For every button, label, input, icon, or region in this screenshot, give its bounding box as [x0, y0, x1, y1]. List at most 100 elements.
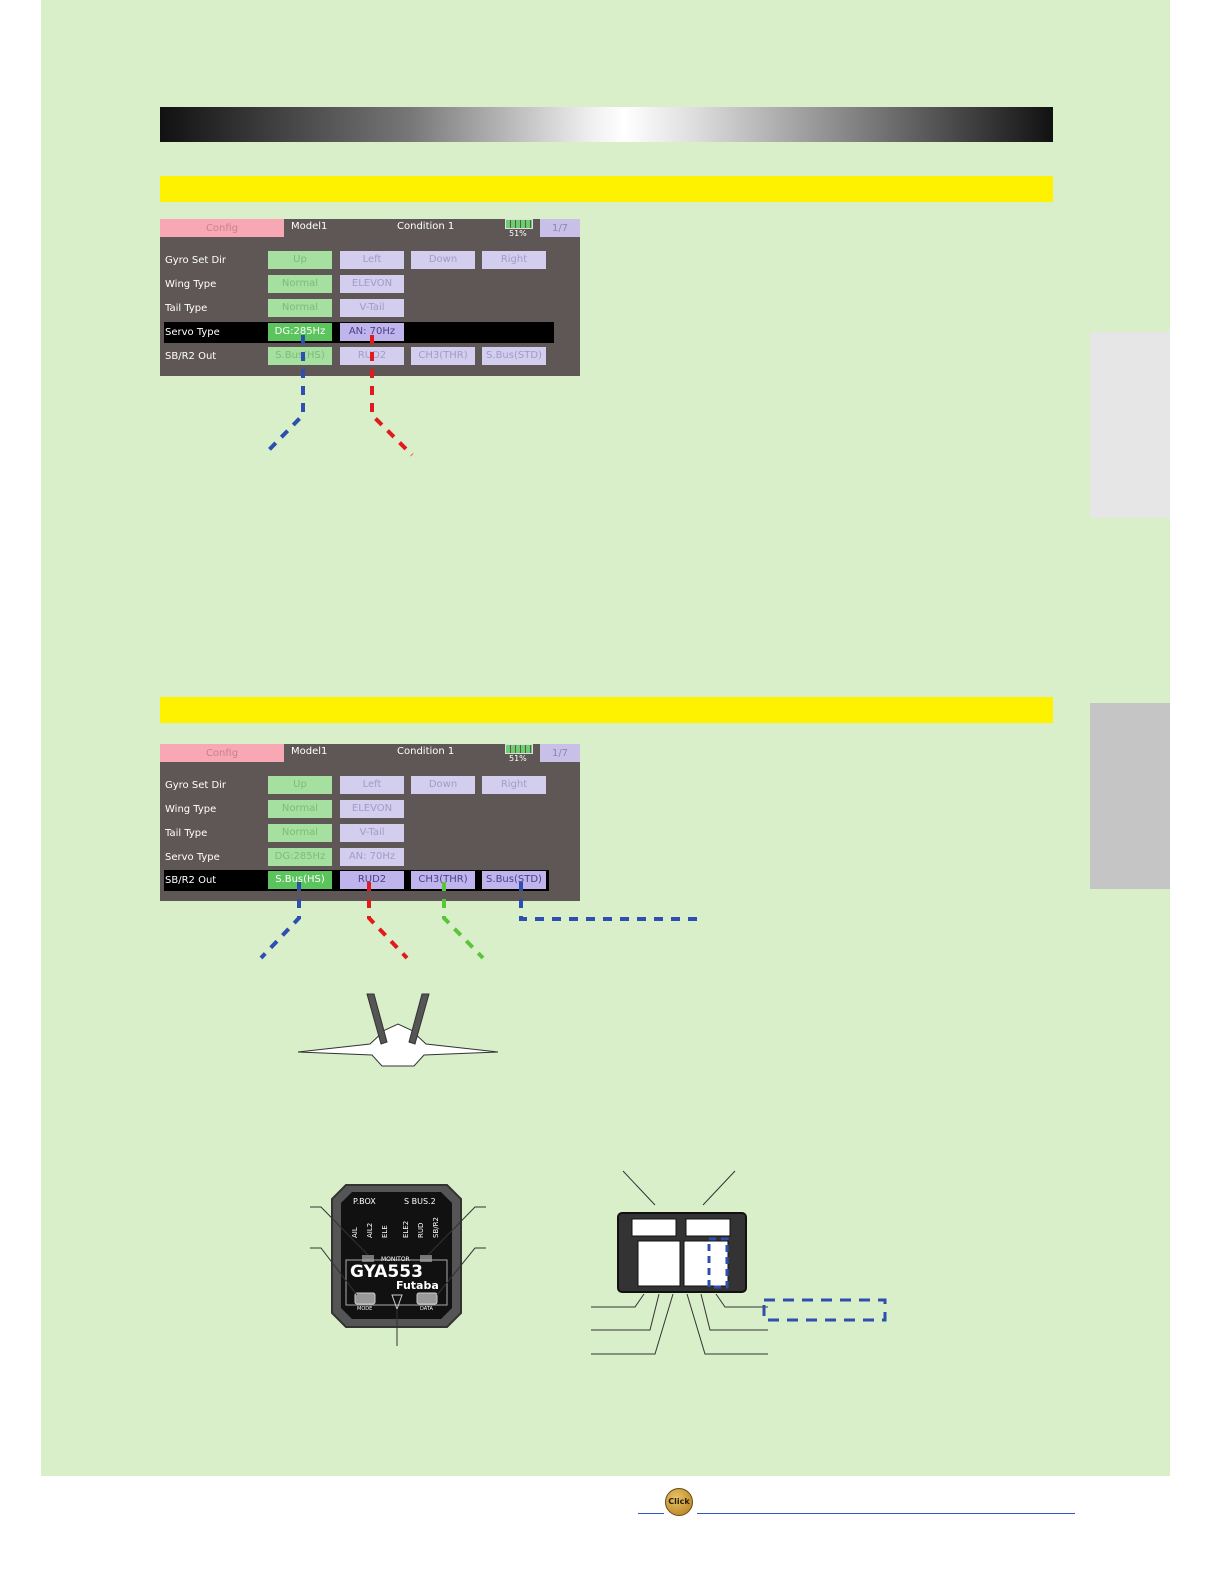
aircraft-right-tail — [408, 993, 430, 1045]
receiver-connector-right — [683, 1240, 729, 1287]
transmitter-screen-2: Config Model1 Condition 1 51% 1/7 Gyro S… — [160, 744, 580, 901]
monitor-led-right — [420, 1255, 432, 1262]
sbr2-port-highlight — [707, 1237, 729, 1289]
channel-label-rud: RUD — [417, 1222, 425, 1238]
row-label-gyro-set-dir: Gyro Set Dir — [165, 780, 227, 791]
arrow-mark-icon — [391, 1294, 403, 1311]
page-indicator[interactable]: 1/7 — [540, 744, 580, 762]
receiver-port-left — [631, 1218, 677, 1237]
tail-normal-button[interactable]: Normal — [268, 824, 332, 842]
sbr2-sbus-hs-button[interactable]: S.Bus(HS) — [268, 871, 332, 889]
gyro-leader-lines — [310, 1206, 486, 1346]
side-tab-upper[interactable] — [1090, 332, 1170, 518]
condition-name: Condition 1 — [397, 221, 455, 232]
tail-vtail-button[interactable]: V-Tail — [340, 824, 404, 842]
data-button[interactable] — [416, 1292, 438, 1305]
sbr2-callout-box — [762, 1298, 887, 1322]
battery-level: 51% — [509, 229, 527, 238]
side-tab-lower[interactable] — [1090, 703, 1170, 889]
battery-icon — [505, 744, 533, 754]
channel-label-ail: AIL — [351, 1227, 359, 1238]
footer-rule-left — [638, 1513, 664, 1514]
tail-vtail-button[interactable]: V-Tail — [340, 299, 404, 317]
green-leader-line — [442, 882, 485, 960]
aircraft-wing — [297, 1023, 499, 1067]
wing-elevon-button[interactable]: ELEVON — [340, 800, 404, 818]
leader-lines-screen-1 — [262, 335, 414, 457]
gyro-left-button[interactable]: Left — [340, 776, 404, 794]
data-label: DATA — [420, 1306, 433, 1312]
channel-label-ele: ELE — [381, 1225, 389, 1238]
sbr2-sbus-hs-button[interactable]: S.Bus(HS) — [268, 347, 332, 365]
gyro-down-button[interactable]: Down — [411, 251, 475, 269]
gyro-unit — [331, 1184, 462, 1328]
sbr2-ch3-button[interactable]: CH3(THR) — [411, 871, 475, 889]
blue-leader-line — [262, 335, 305, 457]
config-tab[interactable]: Config — [160, 219, 284, 237]
receiver-connector-left — [637, 1240, 681, 1287]
battery-icon — [505, 219, 533, 229]
section-bar-2 — [160, 697, 1053, 723]
sbr2-ch3-button[interactable]: CH3(THR) — [411, 347, 475, 365]
gyro-up-button[interactable]: Up — [268, 251, 332, 269]
mode-button[interactable] — [354, 1292, 376, 1305]
monitor-label: MONITOR — [381, 1256, 410, 1263]
servo-an-button[interactable]: AN: 70Hz — [340, 848, 404, 866]
gyro-down-button[interactable]: Down — [411, 776, 475, 794]
footer-rule-right — [697, 1513, 1075, 1514]
channel-label-ele2: ELE2 — [402, 1220, 410, 1238]
gyro-right-button[interactable]: Right — [482, 776, 546, 794]
title-bar — [160, 107, 1053, 142]
aircraft-illustration — [297, 993, 499, 1067]
row-label-tail-type: Tail Type — [165, 828, 208, 839]
row-label-tail-type: Tail Type — [165, 303, 208, 314]
gyro-left-button[interactable]: Left — [340, 251, 404, 269]
aircraft-left-tail — [366, 993, 388, 1045]
model-name: Model1 — [291, 221, 328, 232]
page-indicator[interactable]: 1/7 — [540, 219, 580, 237]
pbox-port-label: P.BOX — [353, 1197, 376, 1206]
futaba-logo: Futaba — [396, 1279, 439, 1292]
row-label-wing-type: Wing Type — [165, 279, 217, 290]
receiver-unit — [617, 1212, 747, 1293]
leader-lines-screen-2 — [259, 882, 705, 960]
sbus2-port-label: S BUS.2 — [404, 1197, 436, 1206]
row-label-sb-r2-out: SB/R2 Out — [165, 351, 217, 362]
gyro-right-button[interactable]: Right — [482, 251, 546, 269]
transmitter-screen-1: Config Model1 Condition 1 51% 1/7 Gyro S… — [160, 219, 580, 376]
blue-horizontal-leader-line — [519, 882, 705, 921]
channel-label-ail2: AIL2 — [366, 1222, 374, 1238]
row-label-gyro-set-dir: Gyro Set Dir — [165, 255, 227, 266]
sbr2-sbus-std-button[interactable]: S.Bus(STD) — [482, 871, 546, 889]
row-label-servo-type: Servo Type — [165, 327, 220, 338]
config-tab[interactable]: Config — [160, 744, 284, 762]
row-label-wing-type: Wing Type — [165, 804, 217, 815]
row-label-sb-r2-out: SB/R2 Out — [165, 875, 217, 886]
servo-dg-button[interactable]: DG:285Hz — [268, 323, 332, 341]
section-bar-1 — [160, 176, 1053, 202]
click-icon[interactable]: Click — [665, 1488, 693, 1516]
red-leader-line — [370, 335, 414, 457]
wing-elevon-button[interactable]: ELEVON — [340, 275, 404, 293]
gyro-up-button[interactable]: Up — [268, 776, 332, 794]
red-leader-line — [367, 882, 409, 960]
servo-dg-button[interactable]: DG:285Hz — [268, 848, 332, 866]
wing-normal-button[interactable]: Normal — [268, 275, 332, 293]
tail-normal-button[interactable]: Normal — [268, 299, 332, 317]
receiver-port-right — [685, 1218, 731, 1237]
wing-normal-button[interactable]: Normal — [268, 800, 332, 818]
receiver-leader-lines — [591, 1170, 768, 1355]
servo-an-button[interactable]: AN: 70Hz — [340, 323, 404, 341]
gyro-model-name: GYA553 — [350, 1262, 423, 1282]
row-label-servo-type: Servo Type — [165, 852, 220, 863]
channel-label-sb-r2: SB/R2 — [432, 1217, 440, 1238]
sbr2-sbus-std-button[interactable]: S.Bus(STD) — [482, 347, 546, 365]
monitor-led-left — [362, 1255, 374, 1262]
condition-name: Condition 1 — [397, 746, 455, 757]
mode-label: MODE — [357, 1306, 373, 1312]
sbr2-rud2-button[interactable]: RUD2 — [340, 871, 404, 889]
battery-level: 51% — [509, 754, 527, 763]
model-name: Model1 — [291, 746, 328, 757]
blue-leader-line — [259, 882, 301, 960]
